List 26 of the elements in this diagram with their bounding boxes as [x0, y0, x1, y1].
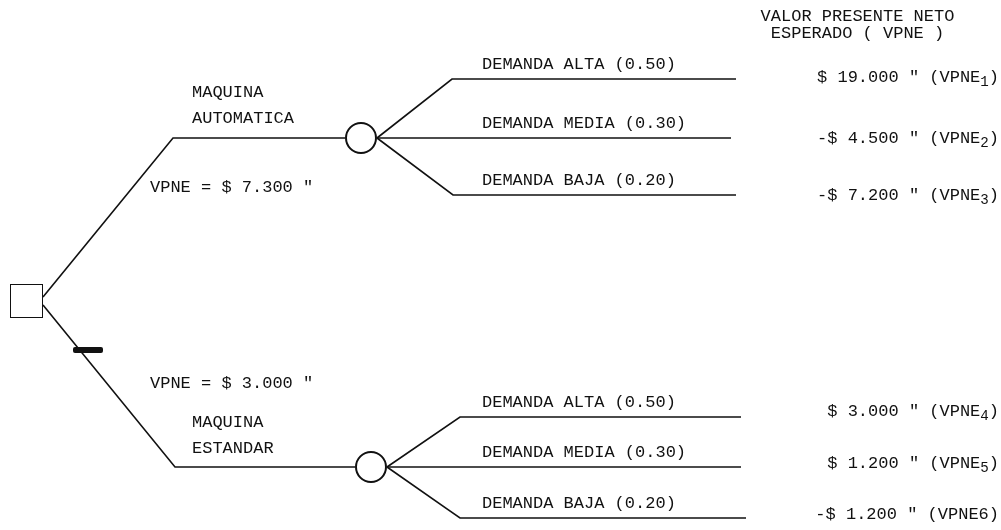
branch-line	[376, 78, 737, 139]
branch-line	[376, 137, 737, 196]
edge-label: DEMANDA BAJA (0.20)	[482, 171, 676, 191]
edge-label: DEMANDA ALTA (0.50)	[482, 393, 676, 413]
branch-line	[386, 416, 742, 468]
expected-value-label: VPNE = $ 7.300 "	[150, 178, 314, 198]
edge-label: DEMANDA MEDIA (0.30)	[482, 443, 687, 463]
column-heading: VALOR PRESENTE NETO ESPERADO ( VPNE )	[759, 8, 956, 42]
payoff-value: -$ 4.500 " (VPNE$_{2}$)	[817, 129, 999, 154]
edge-label: DEMANDA BAJA (0.20)	[482, 494, 676, 514]
payoff-value: -$ 1.200 " (VPNE6)	[815, 505, 999, 525]
branch-line	[42, 304, 356, 468]
expected-value-label: VPNE = $ 3.000 "	[150, 374, 314, 394]
branch-line	[376, 137, 732, 139]
branch-line	[42, 137, 346, 298]
branch-line	[386, 466, 742, 468]
edge-label: DEMANDA MEDIA (0.30)	[482, 114, 687, 134]
payoff-value: $ 3.000 " (VPNE$_{4}$)	[827, 402, 999, 427]
branch-line	[386, 466, 747, 519]
decision-node	[10, 284, 43, 318]
payoff-value: $ 19.000 " (VPNE$_{1}$)	[817, 68, 999, 93]
chance-node	[345, 122, 377, 154]
edge-label: DEMANDA ALTA (0.50)	[482, 55, 676, 75]
payoff-value: $ 1.200 " (VPNE$_{5}$)	[827, 454, 999, 479]
payoff-value: -$ 7.200 " (VPNE$_{3}$)	[817, 186, 999, 211]
chance-node	[355, 451, 387, 483]
